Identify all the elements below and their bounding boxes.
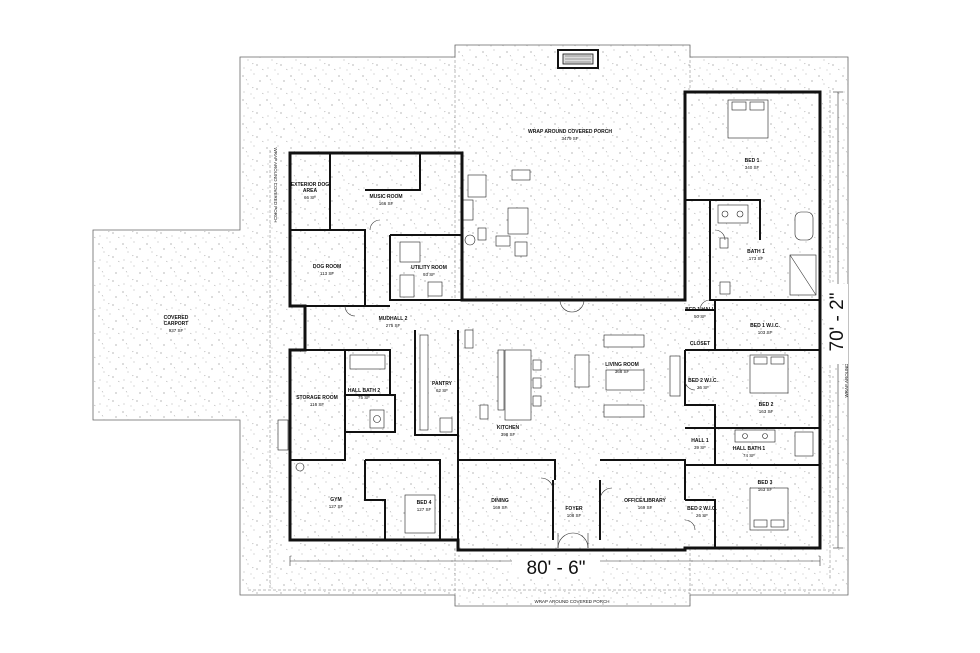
area-music-room: 166 SF <box>379 201 394 206</box>
area-kitchen: 398 SF <box>501 432 516 437</box>
area-bed1-wic: 103 SF <box>758 330 773 335</box>
area-living-room: 368 SF <box>615 369 630 374</box>
label-dining: DINING <box>491 498 509 504</box>
label-bath1: BATH 1 <box>747 249 765 255</box>
exterior-walls <box>288 90 822 552</box>
area-bed1: 340 SF <box>745 165 760 170</box>
dimension-depth: 70' - 2" <box>827 293 848 352</box>
area-bath1: 173 SF <box>749 256 764 261</box>
label-office: OFFICE/LIBRARY <box>624 498 666 504</box>
label-hall-bath2: HALL BATH 2 <box>348 388 381 394</box>
label-dog-room: DOG ROOM <box>313 264 341 270</box>
area-bed4: 127 SF <box>417 507 432 512</box>
area-bed2: 163 SF <box>759 409 774 414</box>
label-utility-room: UTILITY ROOM <box>411 265 447 271</box>
label-bed2-wic-b: BED 2 W.I.C. <box>687 506 717 512</box>
area-hall1: 39 SF <box>694 445 706 450</box>
room-labels: WRAP AROUND COVERED PORCH 3479 SF BED 1 … <box>164 129 781 518</box>
area-pantry: 62 SF <box>436 388 448 393</box>
label-porch-south: WRAP AROUND COVERED PORCH <box>535 599 610 604</box>
label-carport-2: CARPORT <box>164 321 189 327</box>
area-storage-room: 116 SF <box>310 402 324 407</box>
doors <box>344 219 726 549</box>
area-foyer: 108 SF <box>567 513 582 518</box>
label-bed1-wic: BED 1 W.I.C. <box>750 323 780 329</box>
label-foyer: FOYER <box>565 506 583 512</box>
area-utility-room: 93 SF <box>423 272 435 277</box>
label-living-room: LIVING ROOM <box>605 362 639 368</box>
area-dog-room: 113 SF <box>320 271 334 276</box>
area-exterior-dog: 66 SF <box>304 195 316 200</box>
label-pantry: PANTRY <box>432 381 453 387</box>
label-porch-north: WRAP AROUND COVERED PORCH <box>528 129 612 135</box>
area-bed2-wic: 26 SF <box>697 385 709 390</box>
label-closet: CLOSET <box>690 341 710 347</box>
outdoor-furniture <box>462 169 531 257</box>
dimension-width: 80' - 6" <box>527 558 586 579</box>
label-mudhall2: MUDHALL 2 <box>379 316 408 322</box>
area-bed1-hall: 50 SF <box>694 314 706 319</box>
area-office: 169 SF <box>638 505 653 510</box>
label-hall-bath1: HALL BATH 1 <box>733 446 766 452</box>
label-kitchen: KITCHEN <box>497 425 520 431</box>
fixtures <box>277 99 817 534</box>
label-bed4: BED 4 <box>417 500 432 506</box>
label-bed3: BED 3 <box>758 480 773 486</box>
porch-slab <box>92 44 849 607</box>
label-bed1: BED 1 <box>745 158 760 164</box>
label-gym: GYM <box>330 497 341 503</box>
area-dining: 169 SF <box>493 505 508 510</box>
dimensions: 80' - 6" 70' - 2" <box>289 91 848 579</box>
outdoor-fireplace <box>557 49 599 69</box>
label-hall1: HALL 1 <box>691 438 709 444</box>
label-bed2-wic: BED 2 W.I.C. <box>688 378 718 384</box>
label-exterior-dog-2: AREA <box>303 188 318 194</box>
area-mudhall2: 275 SF <box>386 323 401 328</box>
interior-walls <box>290 153 820 550</box>
area-hall-bath2: 75 SF <box>358 395 370 400</box>
label-exterior-dog-1: EXTERIOR DOG <box>291 182 329 188</box>
label-porch-west: WRAP AROUND COVERED PORCH <box>273 148 278 223</box>
area-porch-north: 3479 SF <box>561 136 578 141</box>
label-storage-room: STORAGE ROOM <box>296 395 338 401</box>
area-hall-bath1: 74 SF <box>743 453 755 458</box>
area-bed3: 163 SF <box>758 487 773 492</box>
area-gym: 127 SF <box>329 504 344 509</box>
label-bed2: BED 2 <box>759 402 774 408</box>
label-carport-1: COVERED <box>164 315 189 321</box>
area-carport: 937 SF <box>169 328 184 333</box>
label-music-room: MUSIC ROOM <box>369 194 402 200</box>
area-bed2-wic-b: 26 SF <box>696 513 708 518</box>
label-bed1-hall: BED 1 HALL <box>685 307 714 313</box>
